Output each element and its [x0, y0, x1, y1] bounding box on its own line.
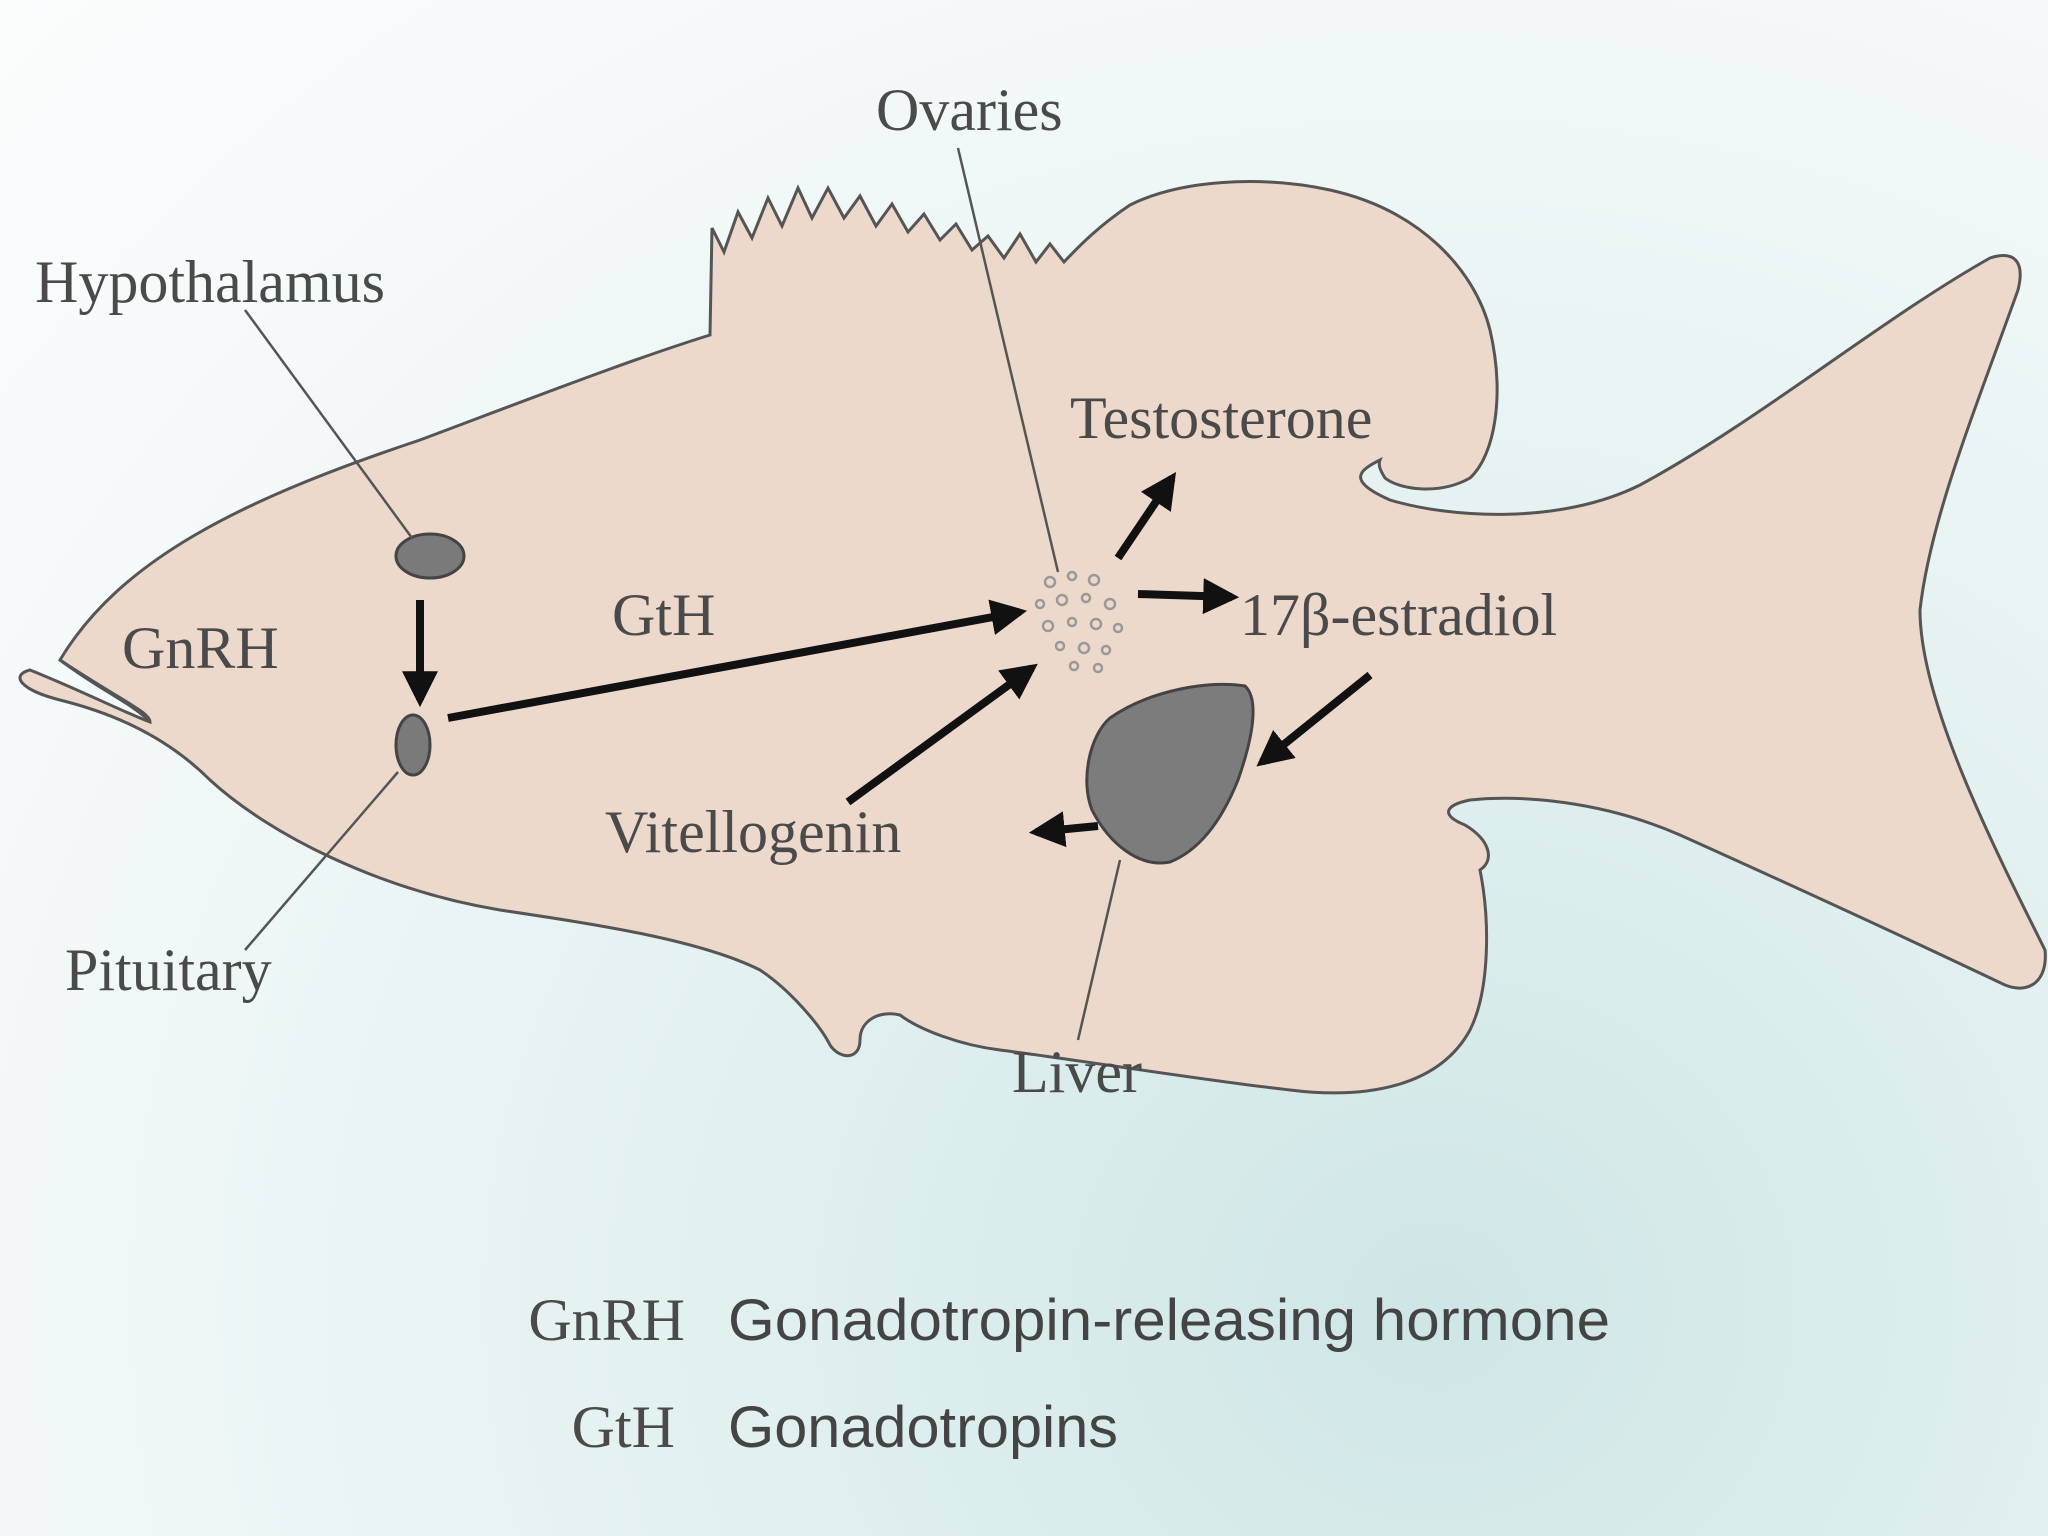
label-gth: GtH	[612, 582, 715, 648]
hypothalamus-organ	[394, 532, 466, 580]
vitellogenin-to-ovaries-arrow	[845, 663, 1038, 806]
label-estradiol: 17β-estradiol	[1240, 582, 1557, 648]
liver-to-vitellogenin-arrow	[1028, 811, 1099, 848]
legend-def-gnrh: Gonadotropin-releasing hormone	[728, 1288, 1610, 1353]
legend: GnRH Gonadotropin-releasing hormone GtH …	[528, 1287, 1610, 1460]
hypothalamus-leader-line	[243, 309, 414, 539]
pituitary-leader-line	[244, 771, 399, 951]
pituitary-organ	[394, 713, 432, 777]
fish-body	[18, 180, 2047, 1095]
gth-arrow	[447, 599, 1028, 722]
label-pituitary: Pituitary	[65, 937, 272, 1003]
ovaries-organ	[1034, 570, 1124, 674]
label-hypothalamus: Hypothalamus	[35, 249, 385, 315]
label-liver: Liver	[1012, 1039, 1142, 1105]
liver-leader-line	[1076, 859, 1122, 1041]
legend-abbr-gnrh: GnRH	[528, 1287, 685, 1353]
estradiol-to-liver-arrow	[1256, 671, 1373, 767]
liver-organ	[1085, 682, 1255, 865]
legend-abbr-gth: GtH	[572, 1394, 675, 1460]
ovaries-to-estradiol-arrow	[1137, 578, 1240, 615]
label-testosterone: Testosterone	[1070, 385, 1372, 451]
label-ovaries: Ovaries	[876, 77, 1063, 143]
label-gnrh: GnRH	[122, 615, 279, 681]
legend-def-gth: Gonadotropins	[728, 1395, 1118, 1460]
fish-mouth-line	[59, 658, 152, 724]
ovaries-to-testosterone-arrow	[1114, 472, 1177, 561]
label-vitellogenin: Vitellogenin	[605, 799, 901, 865]
ovaries-leader-line	[956, 147, 1060, 573]
